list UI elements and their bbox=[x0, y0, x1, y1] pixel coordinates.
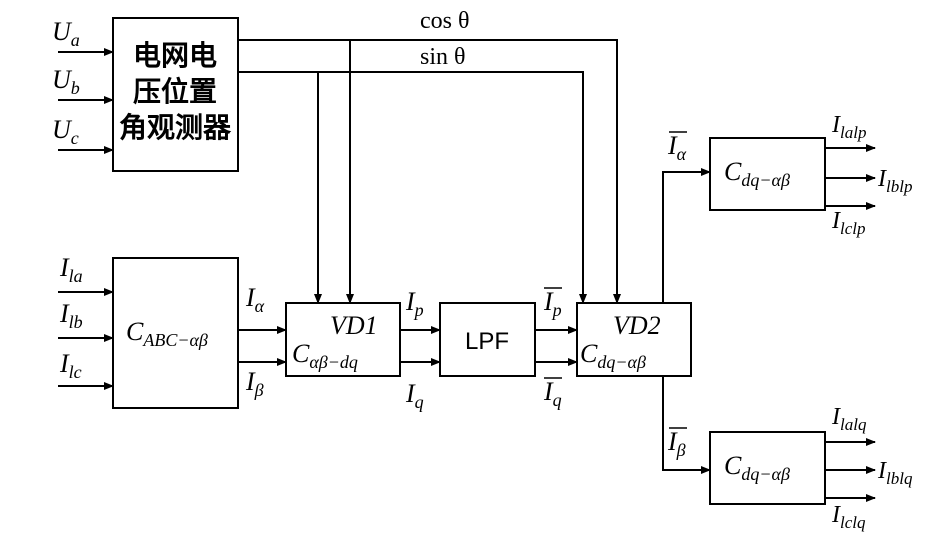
i-p-label: Ip bbox=[405, 287, 424, 320]
output-label-ilalp: Ilalp bbox=[831, 112, 866, 142]
lpf-label: LPF bbox=[465, 328, 509, 355]
inverse-transform-block-bottom bbox=[709, 431, 826, 505]
vd2-title: VD2 bbox=[613, 311, 661, 340]
vd1-title: VD1 bbox=[330, 311, 378, 340]
sin-theta-label: sin θ bbox=[420, 44, 466, 70]
i-q-label: Iq bbox=[405, 379, 424, 412]
input-label-ilc: Ilc bbox=[59, 349, 82, 382]
i-alpha-bar-label: Iα bbox=[667, 131, 687, 164]
vd1-block bbox=[285, 302, 401, 377]
input-label-ila: Ila bbox=[59, 253, 83, 286]
grid-angle-observer-block bbox=[112, 17, 239, 172]
clarke-label: CABC−αβ bbox=[126, 317, 208, 350]
i-alpha-bar-wire bbox=[662, 168, 711, 303]
clarke-transform-block bbox=[112, 257, 239, 409]
vd2-transform-label: Cdq−αβ bbox=[580, 339, 646, 372]
cos-theta-label: cos θ bbox=[420, 8, 470, 34]
inv-top-label: Cdq−αβ bbox=[724, 157, 790, 190]
i-q-bar-label: Iq bbox=[543, 377, 562, 410]
observer-line-2: 压位置 bbox=[133, 75, 217, 108]
i-beta-bar-label: Iβ bbox=[667, 427, 686, 460]
output-label-ilclq: Ilclq bbox=[831, 502, 866, 532]
vd1-transform-label: Cαβ−dq bbox=[292, 339, 358, 372]
input-label-ilb: Ilb bbox=[59, 299, 83, 332]
input-label-ua: Ua bbox=[52, 17, 80, 50]
input-label-ub: Ub bbox=[52, 65, 80, 98]
i-p-bar-label: Ip bbox=[543, 287, 562, 320]
cos-theta-line-to-vd2 bbox=[238, 39, 621, 304]
sin-theta-line-to-vd2 bbox=[238, 71, 587, 304]
output-label-ilblp: Ilblp bbox=[877, 166, 912, 196]
output-label-ilblq: Ilblq bbox=[877, 458, 913, 488]
observer-line-3: 角观测器 bbox=[119, 111, 232, 144]
i-beta-bar-wire bbox=[662, 376, 711, 474]
output-label-ilalq: Ilalq bbox=[831, 404, 867, 434]
i-alpha-label: Iα bbox=[245, 283, 265, 316]
i-beta-label: Iβ bbox=[245, 367, 264, 400]
input-label-uc: Uc bbox=[52, 115, 79, 148]
lpf-block bbox=[439, 302, 536, 377]
inv-bottom-label: Cdq−αβ bbox=[724, 451, 790, 484]
vd2-block bbox=[576, 302, 692, 377]
output-label-ilclp: Ilclp bbox=[831, 208, 866, 238]
observer-line-1: 电网电 bbox=[133, 39, 217, 72]
